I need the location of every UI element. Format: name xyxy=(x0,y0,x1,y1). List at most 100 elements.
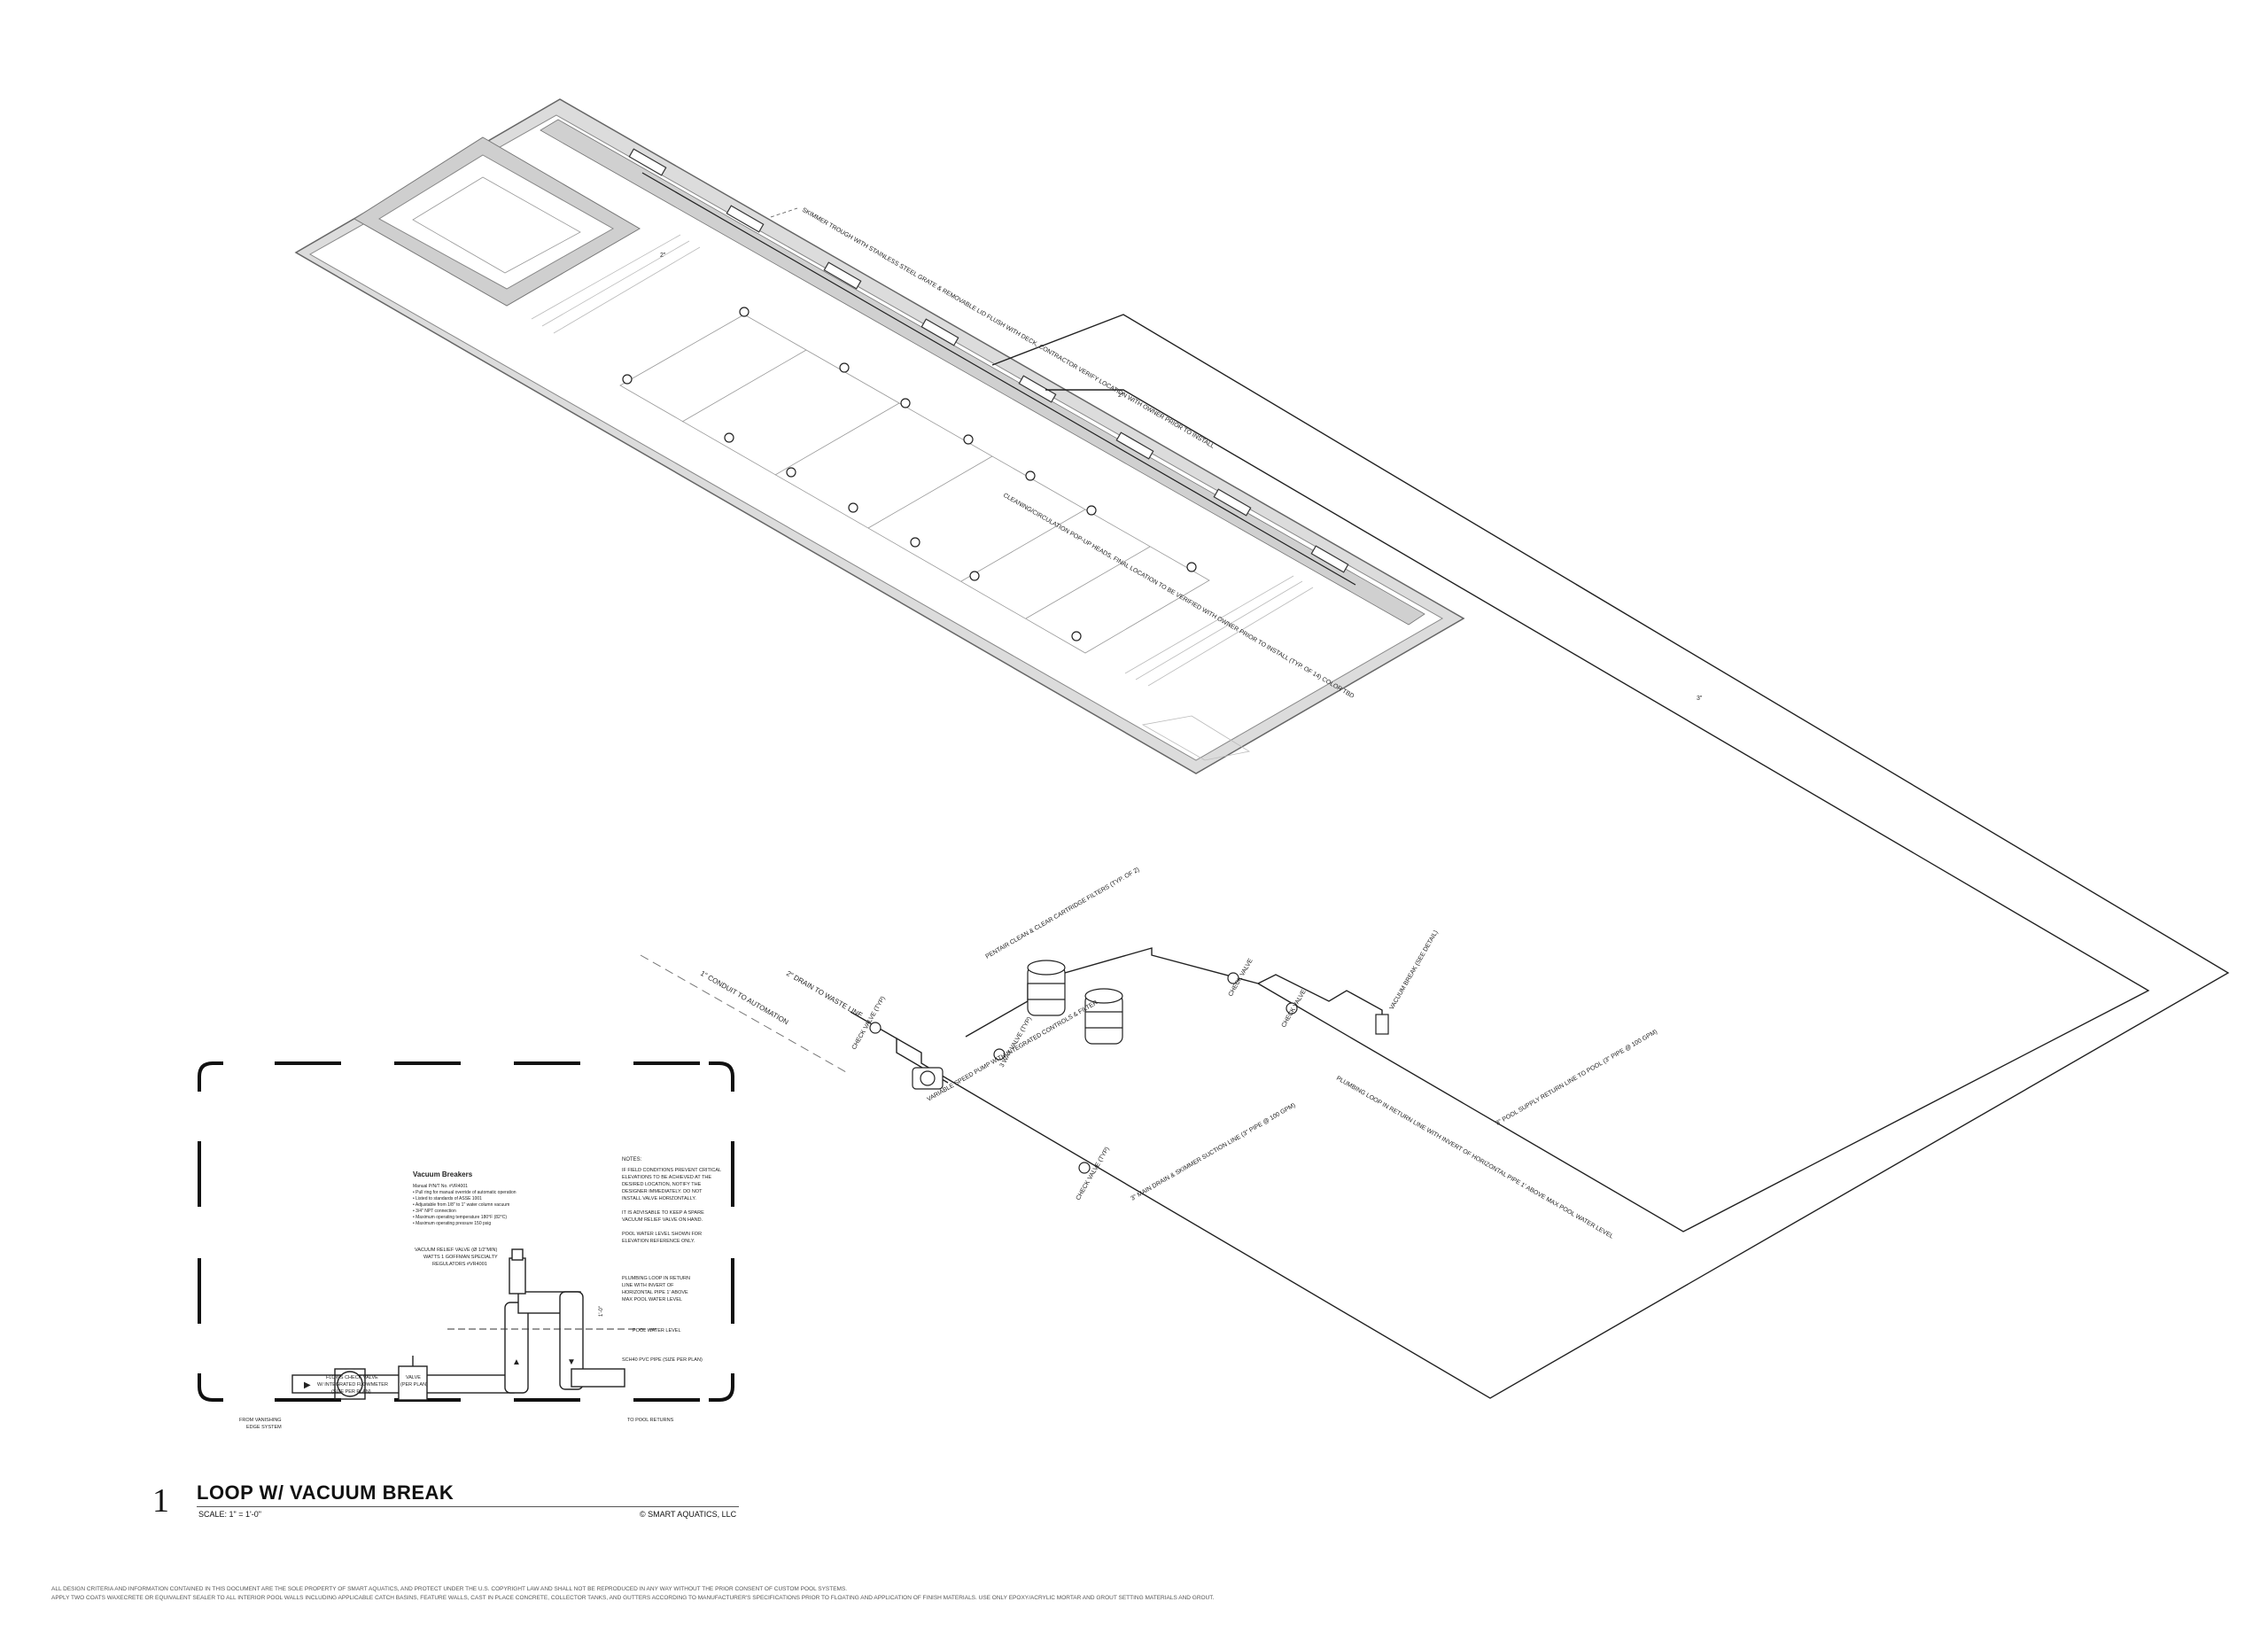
skimmer-row xyxy=(628,148,1349,573)
return-line-note: 3" POOL SUPPLY RETURN LINE TO POOL (3" P… xyxy=(1495,1029,1659,1127)
breaker-line: Manual P/N/T No. #VR4001 xyxy=(413,1184,468,1189)
note-line: VACUUM RELIEF VALVE ON HAND. xyxy=(622,1217,703,1223)
loop-label: HORIZONTAL PIPE 1' ABOVE xyxy=(622,1290,688,1295)
flow-arrow: ▶ xyxy=(304,1380,311,1390)
cleaning-head xyxy=(724,432,734,443)
cleaning-head xyxy=(739,307,750,317)
check-valve xyxy=(869,1022,882,1034)
check-valve-label: W/ INTEGRATED FLOWMETER xyxy=(317,1382,388,1388)
conduit-note: 1" CONDUIT TO AUTOMATION xyxy=(699,969,790,1027)
cleaning-head xyxy=(969,571,980,581)
vacuum-valve-label: REGULATORS #VR4001 xyxy=(432,1262,487,1267)
note-line: DESIRED LOCATION, NOTIFY THE xyxy=(622,1182,702,1187)
loop-label: LINE WITH INVERT OF xyxy=(622,1283,674,1288)
pool-steps xyxy=(531,234,1314,761)
variable-speed-pump xyxy=(912,1067,944,1090)
cartridge-filter xyxy=(1084,988,1123,1045)
check-valve-label: (SIZE PER PLAN) xyxy=(331,1389,371,1395)
footer-sealer-note: APPLY TWO COATS WAXECRETE OR EQUIVALENT … xyxy=(51,1595,1215,1601)
note-line: ELEVATIONS TO BE ACHIEVED AT THE xyxy=(622,1175,711,1180)
detail-loop-pipe xyxy=(291,1248,625,1401)
check-valve xyxy=(334,1368,366,1400)
valve-label: (PER PLAN) xyxy=(400,1382,428,1388)
loop-label: PLUMBING LOOP IN RETURN xyxy=(622,1276,690,1281)
notes-heading: NOTES: xyxy=(622,1157,642,1162)
three-way-valve xyxy=(1285,1002,1298,1015)
cleaning-head xyxy=(848,502,858,513)
check-valve-label: FLOWS CHECK VALVE xyxy=(326,1375,378,1380)
detail-number: 1 xyxy=(152,1482,169,1520)
detail-valve xyxy=(398,1356,428,1401)
equipment-notes: 1" CONDUIT TO AUTOMATION 2" DRAIN TO WAS… xyxy=(699,867,1658,1240)
note-line: IT IS ADVISABLE TO KEEP A SPARE xyxy=(622,1210,704,1216)
breaker-line: • Adjustable from 1/8" to 1" water colum… xyxy=(413,1202,509,1208)
suction-main-pipe xyxy=(947,314,2230,1399)
water-level-label: POOL WATER LEVEL xyxy=(633,1328,681,1333)
cleaning-head xyxy=(910,537,920,548)
conduit-line xyxy=(640,954,847,1073)
equipment-pipe xyxy=(965,947,1259,1038)
breaker-line: • Maximum operating pressure 150 psig xyxy=(413,1221,491,1226)
skimmer xyxy=(1018,375,1057,403)
cleaning-head xyxy=(786,467,796,478)
skimmer xyxy=(920,318,959,346)
note-line: IF FIELD CONDITIONS PREVENT CRITICAL xyxy=(622,1168,721,1173)
note-line: DESIGNER IMMEDIATELY. DO NOT xyxy=(622,1189,703,1194)
check-valve-note: CHECK VALVE (TYP) xyxy=(851,995,887,1051)
vacuum-break xyxy=(1375,1014,1389,1035)
detail-title-rule xyxy=(197,1506,739,1507)
filters-note: PENTAIR CLEAN & CLEAR CARTRIDGE FILTERS … xyxy=(985,867,1141,960)
equipment-pipe xyxy=(1257,974,1383,1032)
pipe-size-label: 2" xyxy=(660,253,666,259)
flow-arrow: ▼ xyxy=(567,1357,576,1367)
cleaning-head xyxy=(1186,562,1197,572)
drain-note: 2" DRAIN TO WASTE LINE xyxy=(785,969,864,1020)
from-label: FROM VANISHING xyxy=(239,1418,282,1423)
height-dim-label: 1'-0" xyxy=(599,1306,604,1317)
skimmer-header-pipe xyxy=(641,172,1356,586)
suction-line-note: 3" MAIN DRAIN & SKIMMER SUCTION LINE (3"… xyxy=(1130,1102,1297,1202)
check-valve-note: CHECK VALVE (TYP) xyxy=(1076,1146,1111,1201)
detail-copyright: © SMART AQUATICS, LLC xyxy=(640,1510,737,1519)
return-main-pipe xyxy=(1045,389,2150,1232)
equipment-pad xyxy=(869,960,1389,1174)
pool-floor-grid xyxy=(619,314,1210,654)
note-line: POOL WATER LEVEL SHOWN FOR xyxy=(622,1232,702,1237)
check-valve xyxy=(993,1048,1006,1061)
cleaning-head xyxy=(900,398,911,408)
check-valve xyxy=(1227,972,1239,984)
breaker-line: • Maximum operating temperature 180°F (8… xyxy=(413,1215,507,1220)
to-label: TO POOL RETURNS xyxy=(627,1418,674,1423)
valve-label: VALVE xyxy=(406,1375,421,1380)
skimmer xyxy=(628,148,667,176)
cleaning-head xyxy=(839,362,850,373)
loop-note: PLUMBING LOOP IN RETURN LINE WITH INVERT… xyxy=(1335,1076,1614,1240)
breaker-line: • 3/4" NPT connection xyxy=(413,1209,456,1214)
cleaning-head xyxy=(963,434,974,445)
vacuum-break-note: VACUUM BREAK (SEE DETAIL) xyxy=(1389,929,1440,1011)
check-valve-note: CHECK VALVE xyxy=(1281,989,1308,1029)
footer-copyright-note: ALL DESIGN CRITERIA AND INFORMATION CONT… xyxy=(51,1586,848,1592)
cleaning-head xyxy=(1025,470,1036,481)
breaker-line: • Pull ring for manual override of autom… xyxy=(413,1190,517,1195)
flow-arrow: ▲ xyxy=(512,1357,521,1367)
skimmer xyxy=(726,205,765,233)
vacuum-valve-label: VACUUM RELIEF VALVE (Ø 1/2"MIN) xyxy=(415,1248,497,1253)
detail-text: Vacuum Breakers Manual P/N/T No. #VR4001… xyxy=(239,1157,721,1430)
cleaning-head xyxy=(622,374,633,385)
note-line: ELEVATION REFERENCE ONLY. xyxy=(622,1239,695,1244)
detail-title: LOOP W/ VACUUM BREAK xyxy=(197,1481,454,1504)
skimmer xyxy=(823,261,862,290)
pool-plan: SKIMMER TROUGH WITH STAINLESS STEEL GRAT… xyxy=(294,98,1703,774)
cartridge-filter xyxy=(1027,960,1066,1016)
note-line: INSTALL VALVE HORIZONTALLY. xyxy=(622,1196,696,1201)
skimmer xyxy=(1213,488,1252,517)
skimmer xyxy=(1115,432,1154,460)
breaker-line: • Listed to standards of ASSE 1001 xyxy=(413,1196,482,1201)
pipe-label: SCH40 PVC PIPE (SIZE PER PLAN) xyxy=(622,1357,703,1363)
skimmer xyxy=(1310,545,1349,573)
spa-floor xyxy=(412,176,581,274)
pipe-size-label: 2" xyxy=(1118,393,1124,399)
skimmer-note-leader xyxy=(770,207,798,218)
